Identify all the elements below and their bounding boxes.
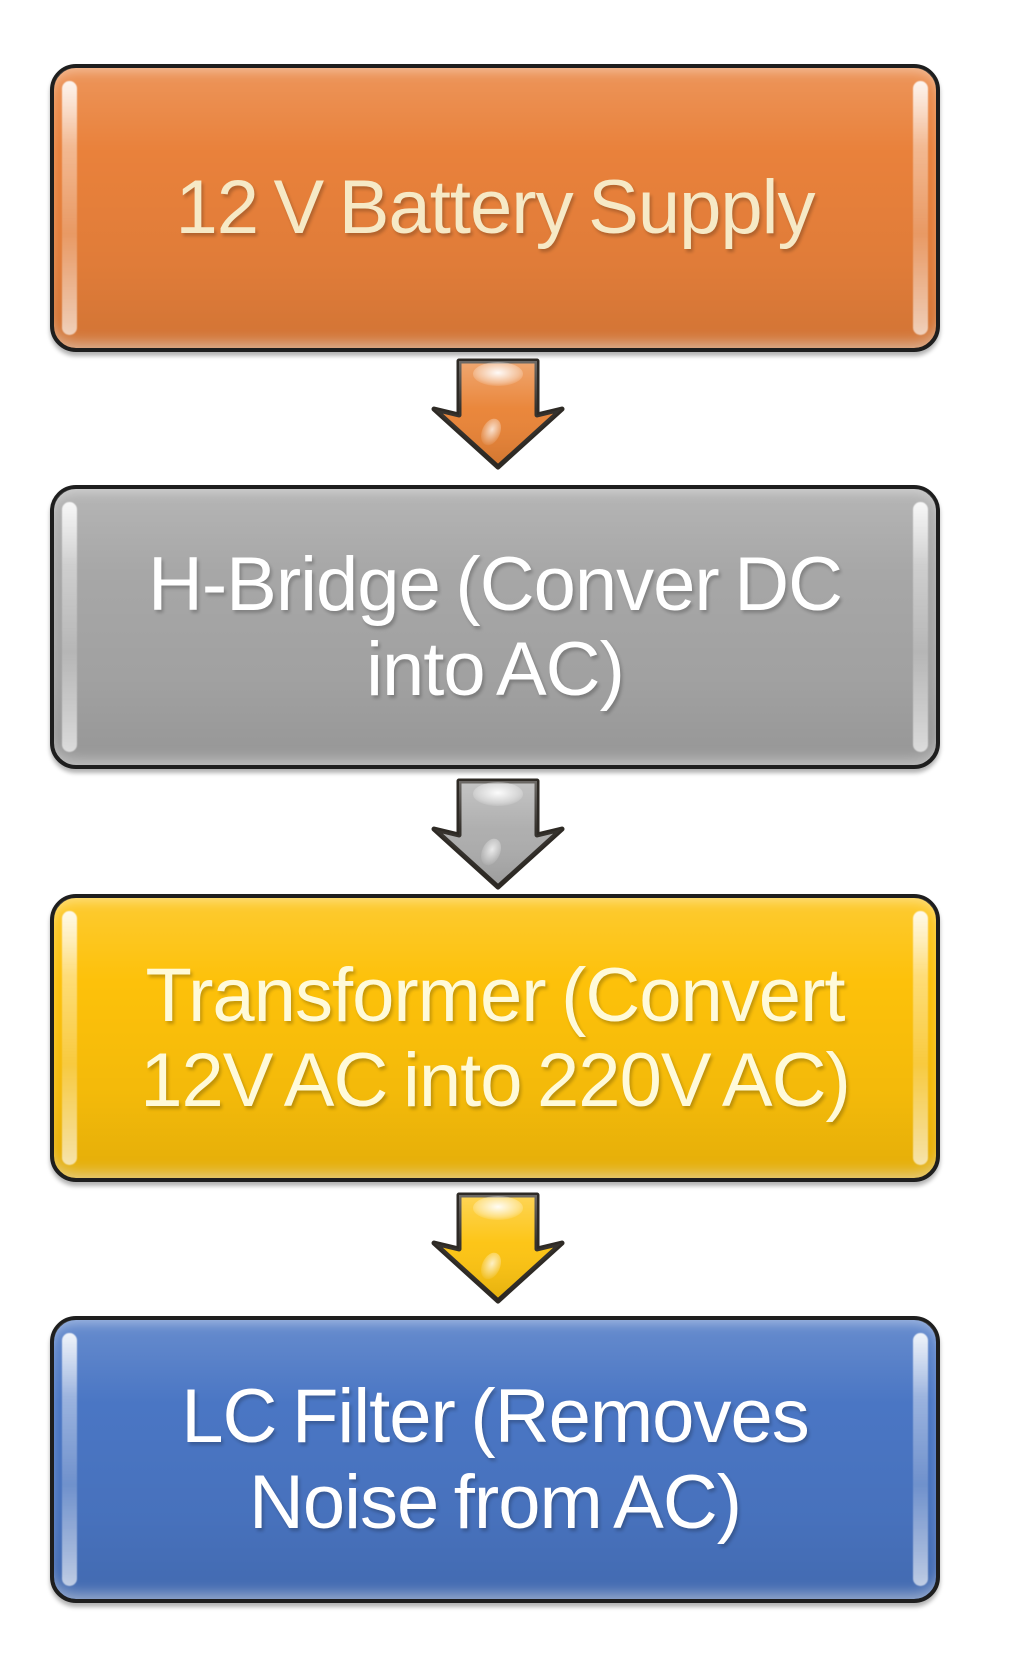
down-arrow-connector-1 (431, 358, 565, 470)
step-battery-supply: 12 V Battery Supply (50, 64, 940, 352)
arrow-gloss (434, 781, 562, 887)
gloss-highlight-right (913, 502, 928, 752)
step-label-line: H-Bridge (Conver DC (147, 541, 843, 627)
arrow-stem-shine (473, 782, 523, 806)
down-arrow-connector-2 (431, 778, 565, 890)
gloss-highlight-left (62, 1333, 77, 1586)
gloss-highlight-right (913, 911, 928, 1165)
step-h-bridge: H-Bridge (Conver DC into AC) (50, 485, 940, 769)
gloss-highlight-left (62, 502, 77, 752)
step-label-line: into AC) (366, 627, 625, 712)
gloss-highlight-right (913, 81, 928, 335)
step-label-line: 12 V Battery Supply (175, 165, 815, 251)
arrow-gloss (434, 361, 562, 467)
step-label: LC Filter (Removes Noise from AC) (54, 1374, 936, 1544)
step-lc-filter: LC Filter (Removes Noise from AC) (50, 1316, 940, 1603)
down-arrow-connector-3 (431, 1192, 565, 1304)
step-label: Transformer (Convert 12V AC into 220V AC… (54, 953, 936, 1123)
step-label-line: LC Filter (Removes (181, 1374, 809, 1460)
arrow-head-shine (480, 418, 502, 446)
step-transformer: Transformer (Convert 12V AC into 220V AC… (50, 894, 940, 1182)
gloss-highlight-right (913, 1333, 928, 1586)
step-label-line: 12V AC into 220V AC) (140, 1038, 851, 1123)
arrow-stem-shine (473, 1196, 523, 1220)
step-label: H-Bridge (Conver DC into AC) (54, 542, 936, 712)
gloss-highlight-left (62, 911, 77, 1165)
arrow-gloss (434, 1195, 562, 1301)
step-label-line: Transformer (Convert (145, 952, 846, 1038)
arrow-head-shine (480, 1252, 502, 1280)
step-label-line: Noise from AC) (248, 1459, 742, 1545)
gloss-highlight-left (62, 81, 77, 335)
arrow-stem-shine (473, 362, 523, 386)
step-label: 12 V Battery Supply (54, 165, 936, 250)
arrow-head-shine (480, 838, 502, 866)
